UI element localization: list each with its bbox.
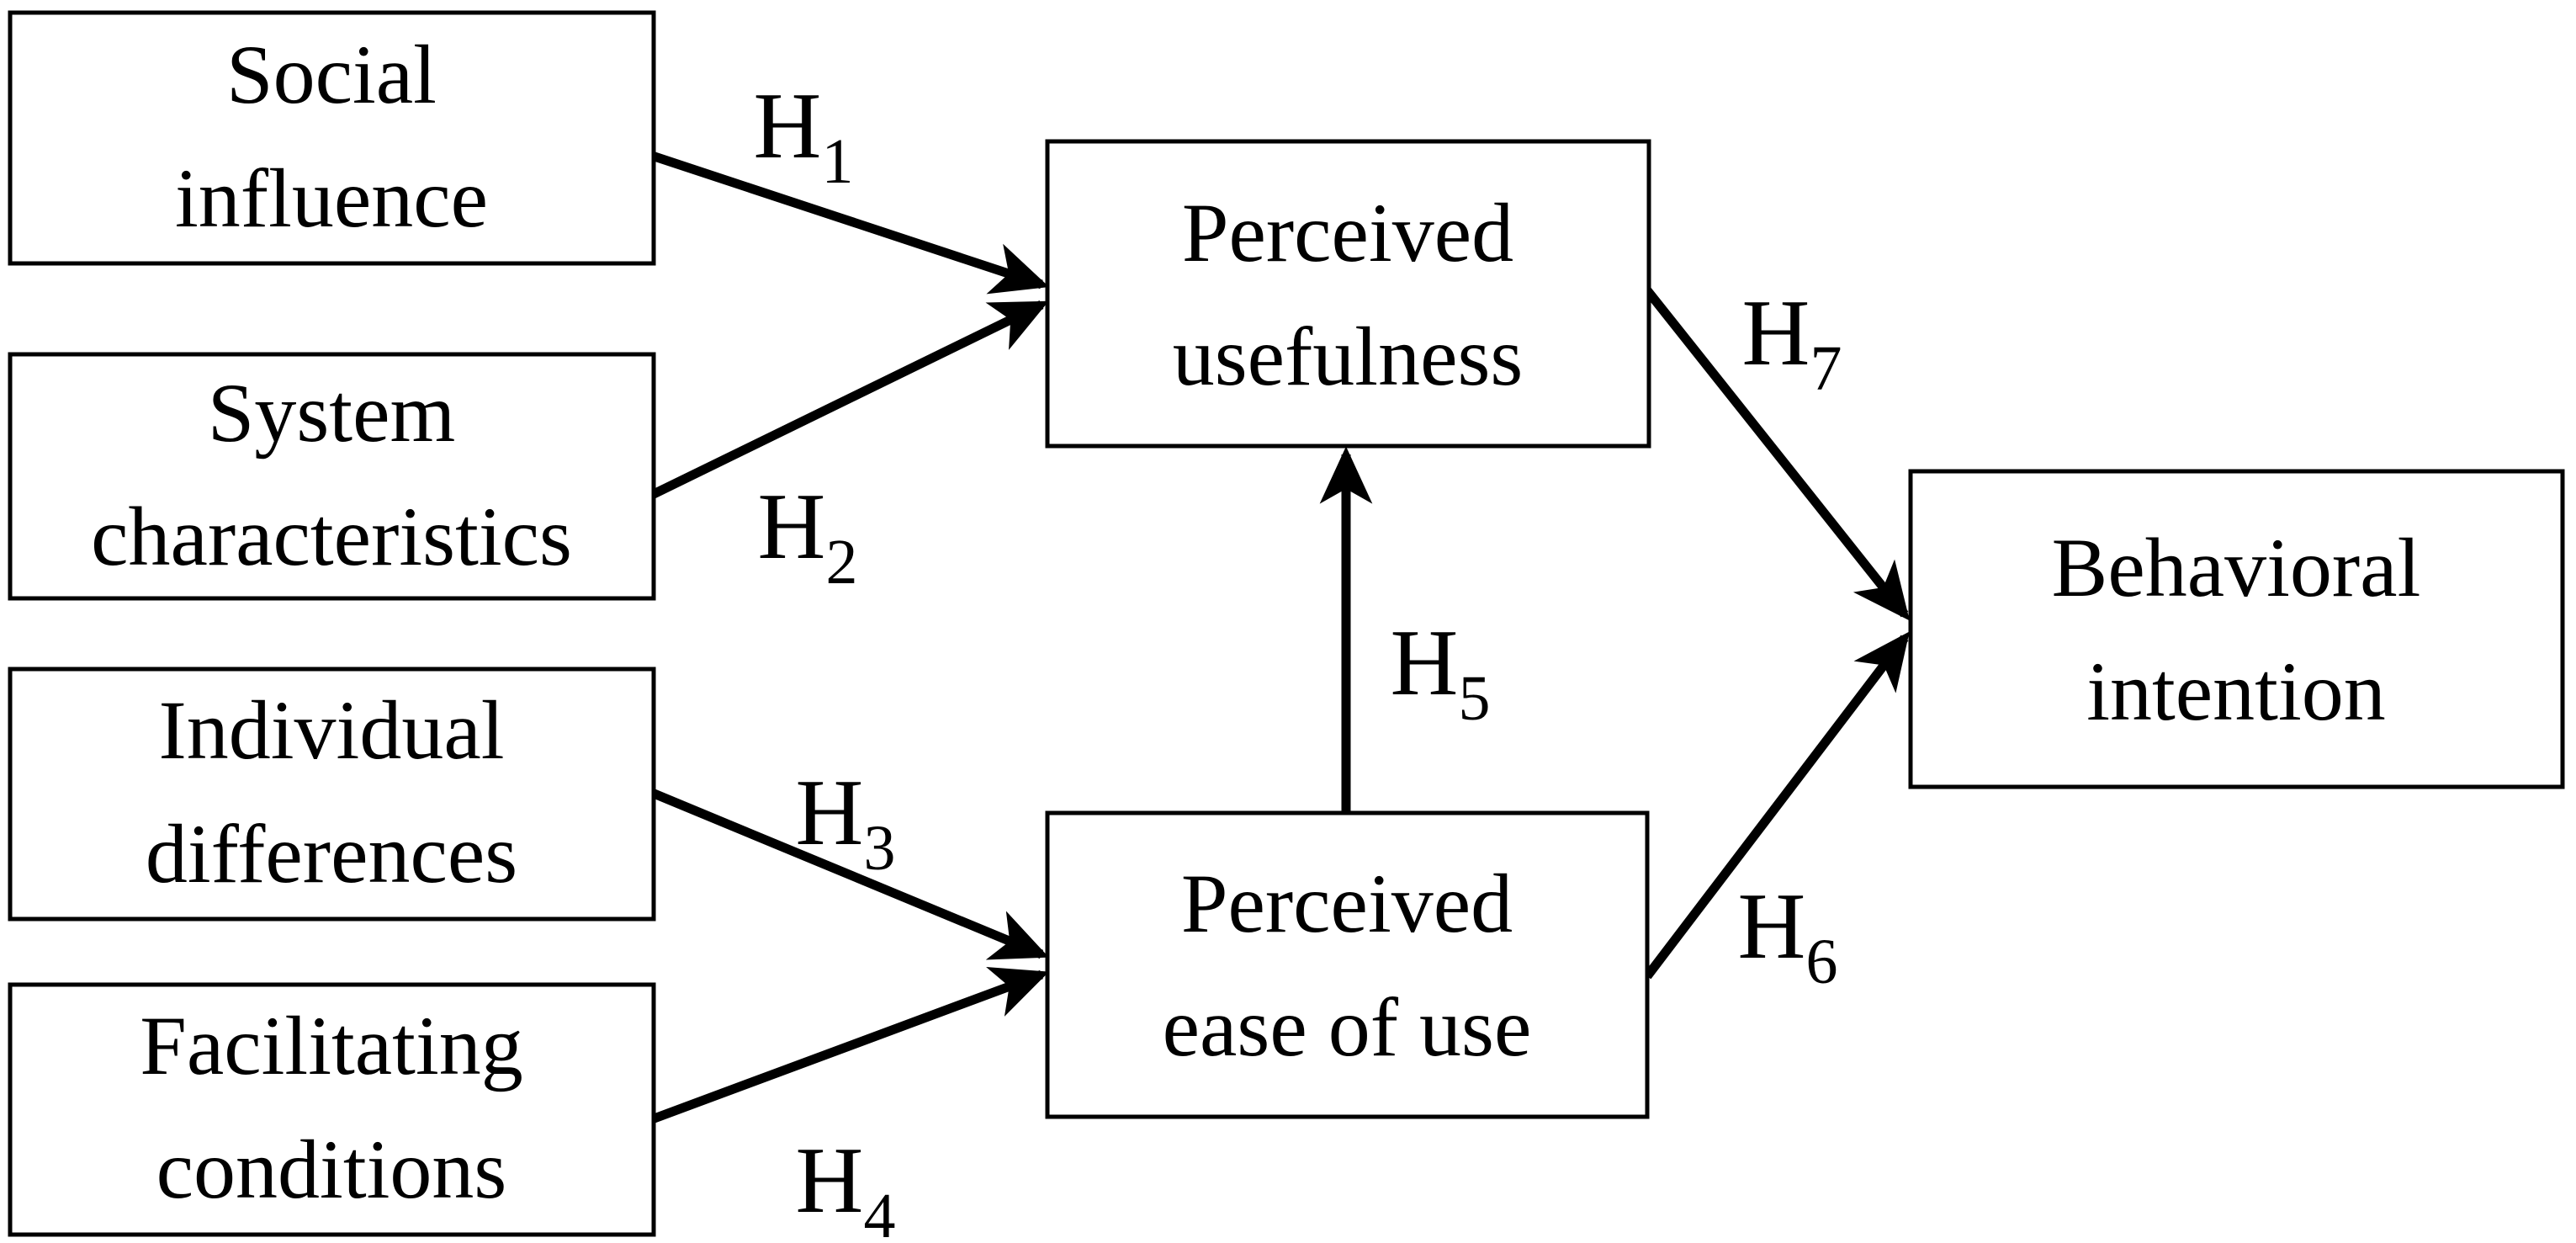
label-h1: H1: [754, 74, 854, 197]
node-perceived-usefulness-box: [1045, 139, 1651, 449]
label-h7: H7: [1742, 281, 1842, 404]
arrow-h1: [650, 151, 1050, 295]
label-h2: H2: [758, 475, 858, 598]
node-system-characteristics-box: [8, 352, 656, 601]
label-h5: H5: [1391, 611, 1491, 734]
arrow-h3: [649, 788, 1049, 960]
arrow-h6: [1643, 631, 1910, 980]
node-facilitating-conditions-box: [8, 982, 656, 1237]
node-individual-differences-box: [8, 667, 656, 922]
arrow-h4: [650, 967, 1049, 1124]
edges-group: [649, 151, 1910, 1124]
label-h4: H4: [796, 1129, 896, 1243]
edge-labels-group: H1 H2 H3 H4 H5 H6 H7: [754, 74, 1842, 1243]
node-behavioral-intention-box: [1908, 469, 2565, 789]
node-perceived-ease-of-use-box: [1045, 810, 1650, 1119]
arrow-h7: [1643, 287, 1910, 621]
label-h6: H6: [1738, 874, 1838, 997]
label-h3: H3: [796, 761, 896, 884]
arrow-h2: [649, 300, 1049, 499]
node-social-influence-box: [8, 10, 656, 266]
